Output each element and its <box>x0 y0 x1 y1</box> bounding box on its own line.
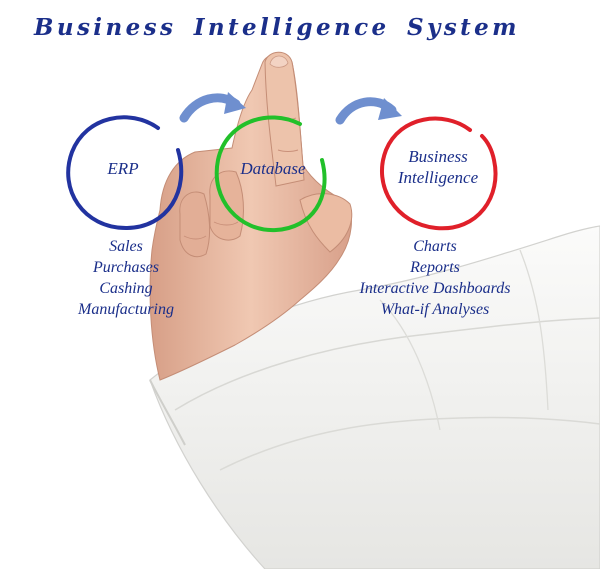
sleeve <box>149 225 600 569</box>
bi-item-what-if-analyses: What-if Analyses <box>380 301 490 318</box>
bi-item-charts: Charts <box>413 238 457 255</box>
erp-items: Sales Purchases Cashing Manufacturing <box>56 236 196 320</box>
erp-item-sales: Sales <box>109 238 143 255</box>
business-intelligence-circle <box>380 116 498 231</box>
erp-label: ERP <box>107 159 139 178</box>
bi-item-interactive-dashboards: Interactive Dashboards <box>359 280 511 297</box>
erp-item-purchases: Purchases <box>92 259 160 276</box>
database-label: Database <box>240 159 306 178</box>
arrow-erp-to-database <box>179 92 246 123</box>
bi-label-line2: Intelligence <box>397 168 479 187</box>
bi-items: Charts Reports Interactive Dashboards Wh… <box>340 236 530 320</box>
business-intelligence-label: Business Intelligence <box>380 146 496 188</box>
bi-label-line1: Business <box>408 147 468 166</box>
bi-item-reports: Reports <box>410 259 460 276</box>
erp-item-cashing: Cashing <box>99 280 153 297</box>
erp-item-manufacturing: Manufacturing <box>78 301 174 318</box>
erp-circle <box>66 115 184 231</box>
diagram-title: Business Intelligence System <box>34 14 520 41</box>
hand <box>149 51 353 381</box>
arrow-database-to-bi <box>335 97 402 125</box>
database-circle <box>214 115 327 233</box>
